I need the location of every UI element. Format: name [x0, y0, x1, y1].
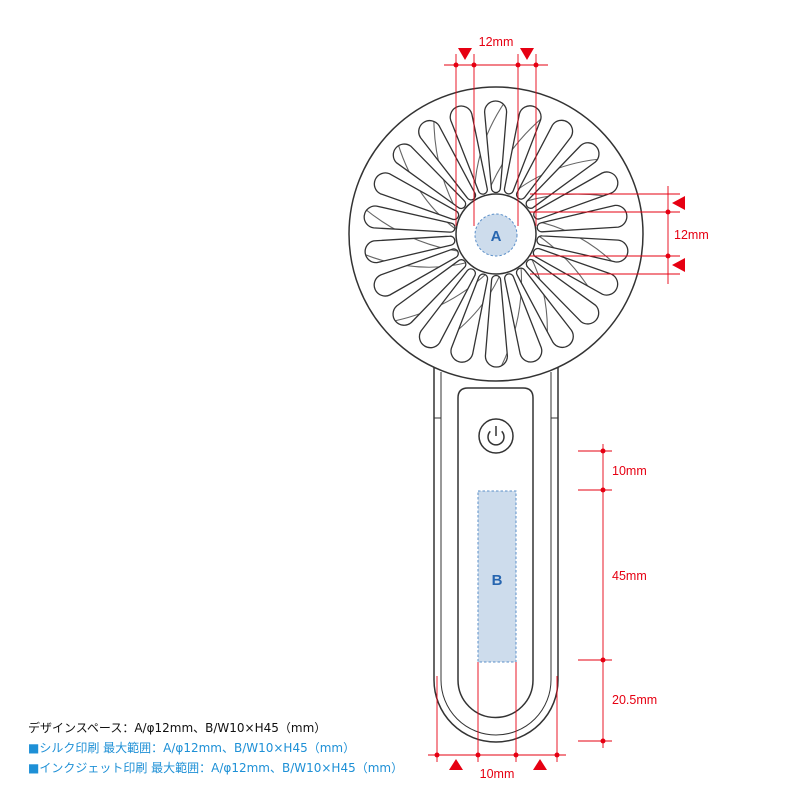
- power-icon-arc: [487, 430, 505, 446]
- dimension-label-handle-area: 45mm: [612, 569, 647, 583]
- dimension-dot: [600, 448, 606, 454]
- grille-slot: [484, 274, 509, 368]
- dimension-dot: [453, 62, 459, 68]
- dimension-arrow: [449, 759, 463, 770]
- dimension-dot: [533, 62, 539, 68]
- dimension-dot: [554, 752, 560, 758]
- print-area-b-label: B: [492, 572, 503, 589]
- dimension-label-handle-lower: 20.5mm: [612, 693, 657, 707]
- dimension-label-top: 12mm: [479, 35, 514, 49]
- print-area-a-circle: [474, 213, 518, 257]
- power-button: [478, 418, 514, 454]
- dimension-dot: [475, 752, 481, 758]
- dimension-right: 12mm: [530, 186, 709, 284]
- note-inkjet-print: ■インクジェット印刷 最大範囲：A/φ12mm、B/W10×H45（mm）: [28, 760, 403, 775]
- dimension-bottom: 10mm: [428, 662, 566, 781]
- grille-slot: [392, 143, 467, 210]
- grille-slot: [450, 273, 489, 363]
- dimension-label-right: 12mm: [674, 228, 709, 242]
- dimension-dot: [665, 253, 671, 259]
- grille-slot: [515, 119, 574, 200]
- dimension-handle: 10mm 45mm 20.5mm: [578, 444, 657, 748]
- dimension-dot: [600, 657, 606, 663]
- grille-slot: [373, 248, 459, 297]
- dimension-top: 12mm: [444, 35, 548, 226]
- grille-slot: [532, 247, 619, 296]
- dimension-dot: [434, 752, 440, 758]
- grille-slot: [533, 171, 619, 220]
- grille-slot: [418, 268, 477, 349]
- dimension-arrow: [533, 759, 547, 770]
- dimension-dot: [471, 62, 477, 68]
- print-area-a-label: A: [491, 228, 502, 245]
- power-icon: [487, 426, 505, 446]
- grille-slot: [504, 273, 543, 363]
- dimension-dot: [600, 487, 606, 493]
- print-area-a: A: [474, 213, 518, 257]
- grille-slot: [525, 142, 600, 209]
- handle-inner-shell: [440, 372, 552, 736]
- dimension-dot: [600, 738, 606, 744]
- handle: B: [433, 366, 559, 743]
- print-area-b: B: [477, 490, 517, 663]
- note-silk-print: ■シルク印刷 最大範囲：A/φ12mm、B/W10×H45（mm）: [28, 740, 355, 755]
- grille-slot: [515, 267, 574, 349]
- notes: デザインスペース：A/φ12mm、B/W10×H45（mm） ■シルク印刷 最大…: [28, 720, 403, 775]
- dimension-dot: [665, 209, 671, 215]
- dimension-arrow: [672, 196, 685, 210]
- grille-slot: [525, 258, 600, 325]
- fan-blade-edge: [496, 265, 522, 367]
- fan-head: A: [348, 86, 644, 382]
- dimension-dot: [513, 752, 519, 758]
- dimension-arrow: [672, 258, 685, 272]
- dimension-label-handle-upper: 10mm: [612, 464, 647, 478]
- grille-slot: [449, 105, 488, 195]
- grille-slot: [364, 235, 456, 264]
- grille-slot: [503, 105, 542, 195]
- dimension-label-bottom: 10mm: [480, 767, 515, 781]
- grille-slot: [392, 259, 467, 326]
- front-panel: [457, 387, 534, 719]
- grille-slot: [373, 172, 460, 221]
- dimension-arrow: [458, 48, 472, 60]
- fan-grille: [363, 100, 629, 368]
- grille-slot: [363, 205, 456, 233]
- note-design-space: デザインスペース：A/φ12mm、B/W10×H45（mm）: [28, 720, 326, 735]
- grille-slot: [483, 100, 508, 194]
- dimension-dot: [515, 62, 521, 68]
- grille-slot: [536, 235, 629, 263]
- dimension-arrow: [520, 48, 534, 60]
- grille-slot: [536, 204, 628, 233]
- print-area-b-box: [477, 490, 517, 663]
- fan-blade-edge: [364, 250, 468, 268]
